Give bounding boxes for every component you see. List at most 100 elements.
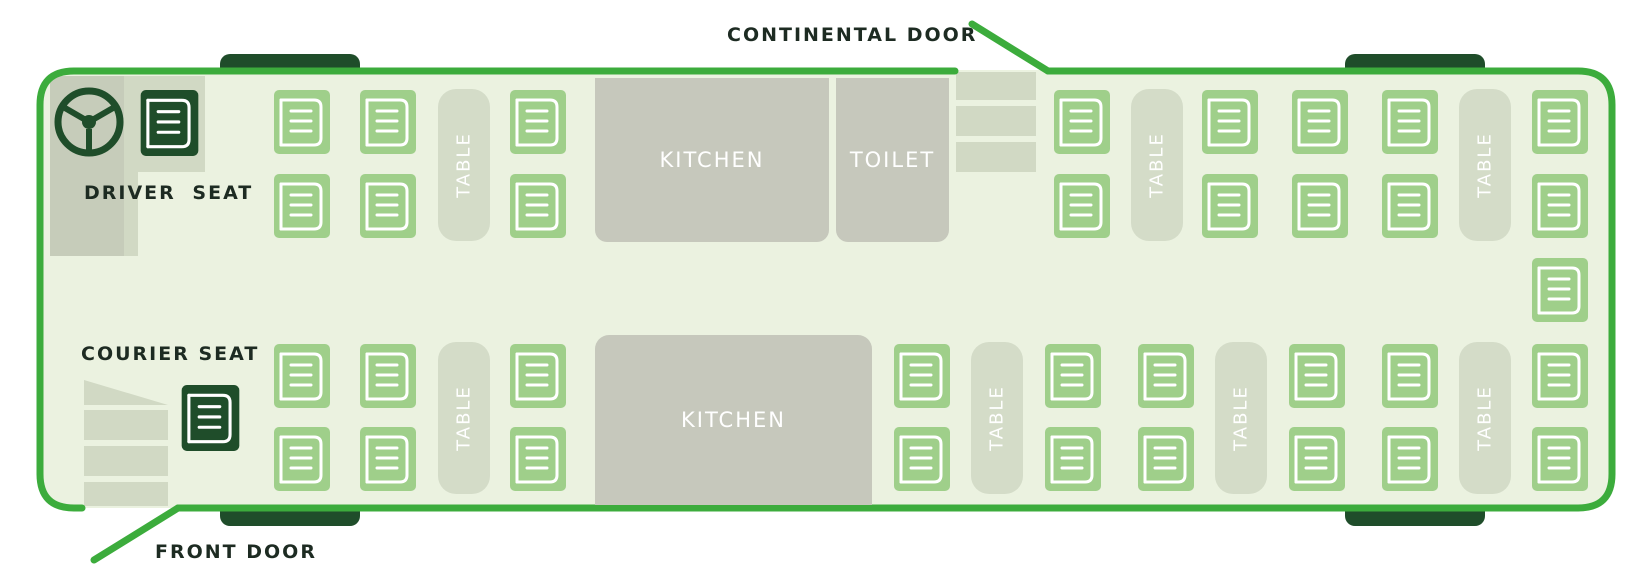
- table-label: TABLE: [1230, 385, 1252, 451]
- seat-icon: [1382, 174, 1438, 238]
- seat-icon: [1532, 90, 1588, 154]
- passenger-seat[interactable]: [358, 342, 418, 410]
- seat-icon: [1382, 344, 1438, 408]
- bus-outline: [36, 67, 1616, 512]
- courier-seat-label: COURIER SEAT: [81, 343, 260, 365]
- passenger-seat[interactable]: [1287, 342, 1347, 410]
- table: TABLE: [1215, 342, 1267, 494]
- seat-icon: [1532, 427, 1588, 491]
- seat-icon: [1289, 344, 1345, 408]
- passenger-seat[interactable]: [1136, 342, 1196, 410]
- seat-icon: [510, 427, 566, 491]
- passenger-seat[interactable]: [272, 172, 332, 240]
- seat-icon: [894, 427, 950, 491]
- passenger-seat[interactable]: [508, 342, 568, 410]
- passenger-seat[interactable]: [1380, 172, 1440, 240]
- passenger-seat[interactable]: [1052, 88, 1112, 156]
- toilet: TOILET: [836, 78, 949, 242]
- seat-icon: [1138, 427, 1194, 491]
- passenger-seat[interactable]: [272, 342, 332, 410]
- seat-icon: [274, 344, 330, 408]
- seat-icon: [510, 344, 566, 408]
- seat-icon: [1532, 258, 1588, 322]
- passenger-seat[interactable]: [1043, 342, 1103, 410]
- seat-icon: [1289, 427, 1345, 491]
- table: TABLE: [438, 342, 490, 494]
- seat-icon: [274, 90, 330, 154]
- table-label: TABLE: [453, 132, 475, 198]
- passenger-seat[interactable]: [1530, 88, 1590, 156]
- table-label: TABLE: [453, 385, 475, 451]
- seat-icon: [360, 427, 416, 491]
- seat-icon: [1138, 344, 1194, 408]
- table: TABLE: [1459, 89, 1511, 241]
- continental-step-2: [956, 106, 1036, 136]
- table-label: TABLE: [986, 385, 1008, 451]
- driver-seat-label: DRIVER SEAT: [84, 182, 254, 204]
- front-step-1: [84, 410, 168, 440]
- passenger-seat[interactable]: [1530, 425, 1590, 493]
- courier-seat[interactable]: [179, 383, 242, 453]
- passenger-seat[interactable]: [1530, 172, 1590, 240]
- driver-seat[interactable]: [138, 88, 201, 158]
- seat-icon: [1054, 90, 1110, 154]
- passenger-seat[interactable]: [1287, 425, 1347, 493]
- seat-icon: [1532, 344, 1588, 408]
- seat-icon: [360, 90, 416, 154]
- passenger-seat[interactable]: [1530, 342, 1590, 410]
- table: TABLE: [1459, 342, 1511, 494]
- kitchen-top: KITCHEN: [595, 78, 829, 242]
- passenger-seat[interactable]: [358, 425, 418, 493]
- table-label: TABLE: [1474, 132, 1496, 198]
- table-label: TABLE: [1474, 385, 1496, 451]
- seat-icon: [1382, 427, 1438, 491]
- passenger-seat[interactable]: [1052, 172, 1112, 240]
- passenger-seat[interactable]: [1200, 172, 1260, 240]
- seat-icon: [360, 344, 416, 408]
- seat-icon: [1532, 174, 1588, 238]
- seat-icon: [181, 385, 240, 451]
- seat-icon: [274, 427, 330, 491]
- seat-icon: [1382, 90, 1438, 154]
- seat-icon: [1054, 174, 1110, 238]
- passenger-seat[interactable]: [1290, 88, 1350, 156]
- passenger-seat[interactable]: [892, 425, 952, 493]
- passenger-seat[interactable]: [1043, 425, 1103, 493]
- passenger-seat[interactable]: [358, 88, 418, 156]
- seat-icon: [510, 174, 566, 238]
- seat-icon: [1292, 174, 1348, 238]
- table-label: TABLE: [1146, 132, 1168, 198]
- front-door: [90, 504, 182, 564]
- passenger-seat[interactable]: [1380, 342, 1440, 410]
- passenger-seat[interactable]: [272, 88, 332, 156]
- passenger-seat[interactable]: [508, 88, 568, 156]
- seat-icon: [274, 174, 330, 238]
- continental-step-3: [956, 142, 1036, 172]
- passenger-seat[interactable]: [892, 342, 952, 410]
- front-step-ramp: [84, 380, 168, 405]
- passenger-seat[interactable]: [1530, 256, 1590, 324]
- front-step-2: [84, 446, 168, 476]
- passenger-seat[interactable]: [358, 172, 418, 240]
- passenger-seat[interactable]: [1200, 88, 1260, 156]
- front-door-label: FRONT DOOR: [155, 541, 317, 563]
- passenger-seat[interactable]: [508, 425, 568, 493]
- continental-door: [968, 20, 1052, 75]
- passenger-seat[interactable]: [272, 425, 332, 493]
- steering-wheel-icon: [54, 87, 124, 157]
- kitchen-bottom: KITCHEN: [595, 335, 872, 505]
- seat-icon: [1292, 90, 1348, 154]
- seat-icon: [1045, 427, 1101, 491]
- seat-icon: [1045, 344, 1101, 408]
- passenger-seat[interactable]: [1380, 88, 1440, 156]
- passenger-seat[interactable]: [1380, 425, 1440, 493]
- passenger-seat[interactable]: [508, 172, 568, 240]
- continental-step-1: [956, 72, 1036, 100]
- table: TABLE: [1131, 89, 1183, 241]
- seat-icon: [360, 174, 416, 238]
- passenger-seat[interactable]: [1290, 172, 1350, 240]
- table: TABLE: [438, 89, 490, 241]
- seat-icon: [1202, 174, 1258, 238]
- passenger-seat[interactable]: [1136, 425, 1196, 493]
